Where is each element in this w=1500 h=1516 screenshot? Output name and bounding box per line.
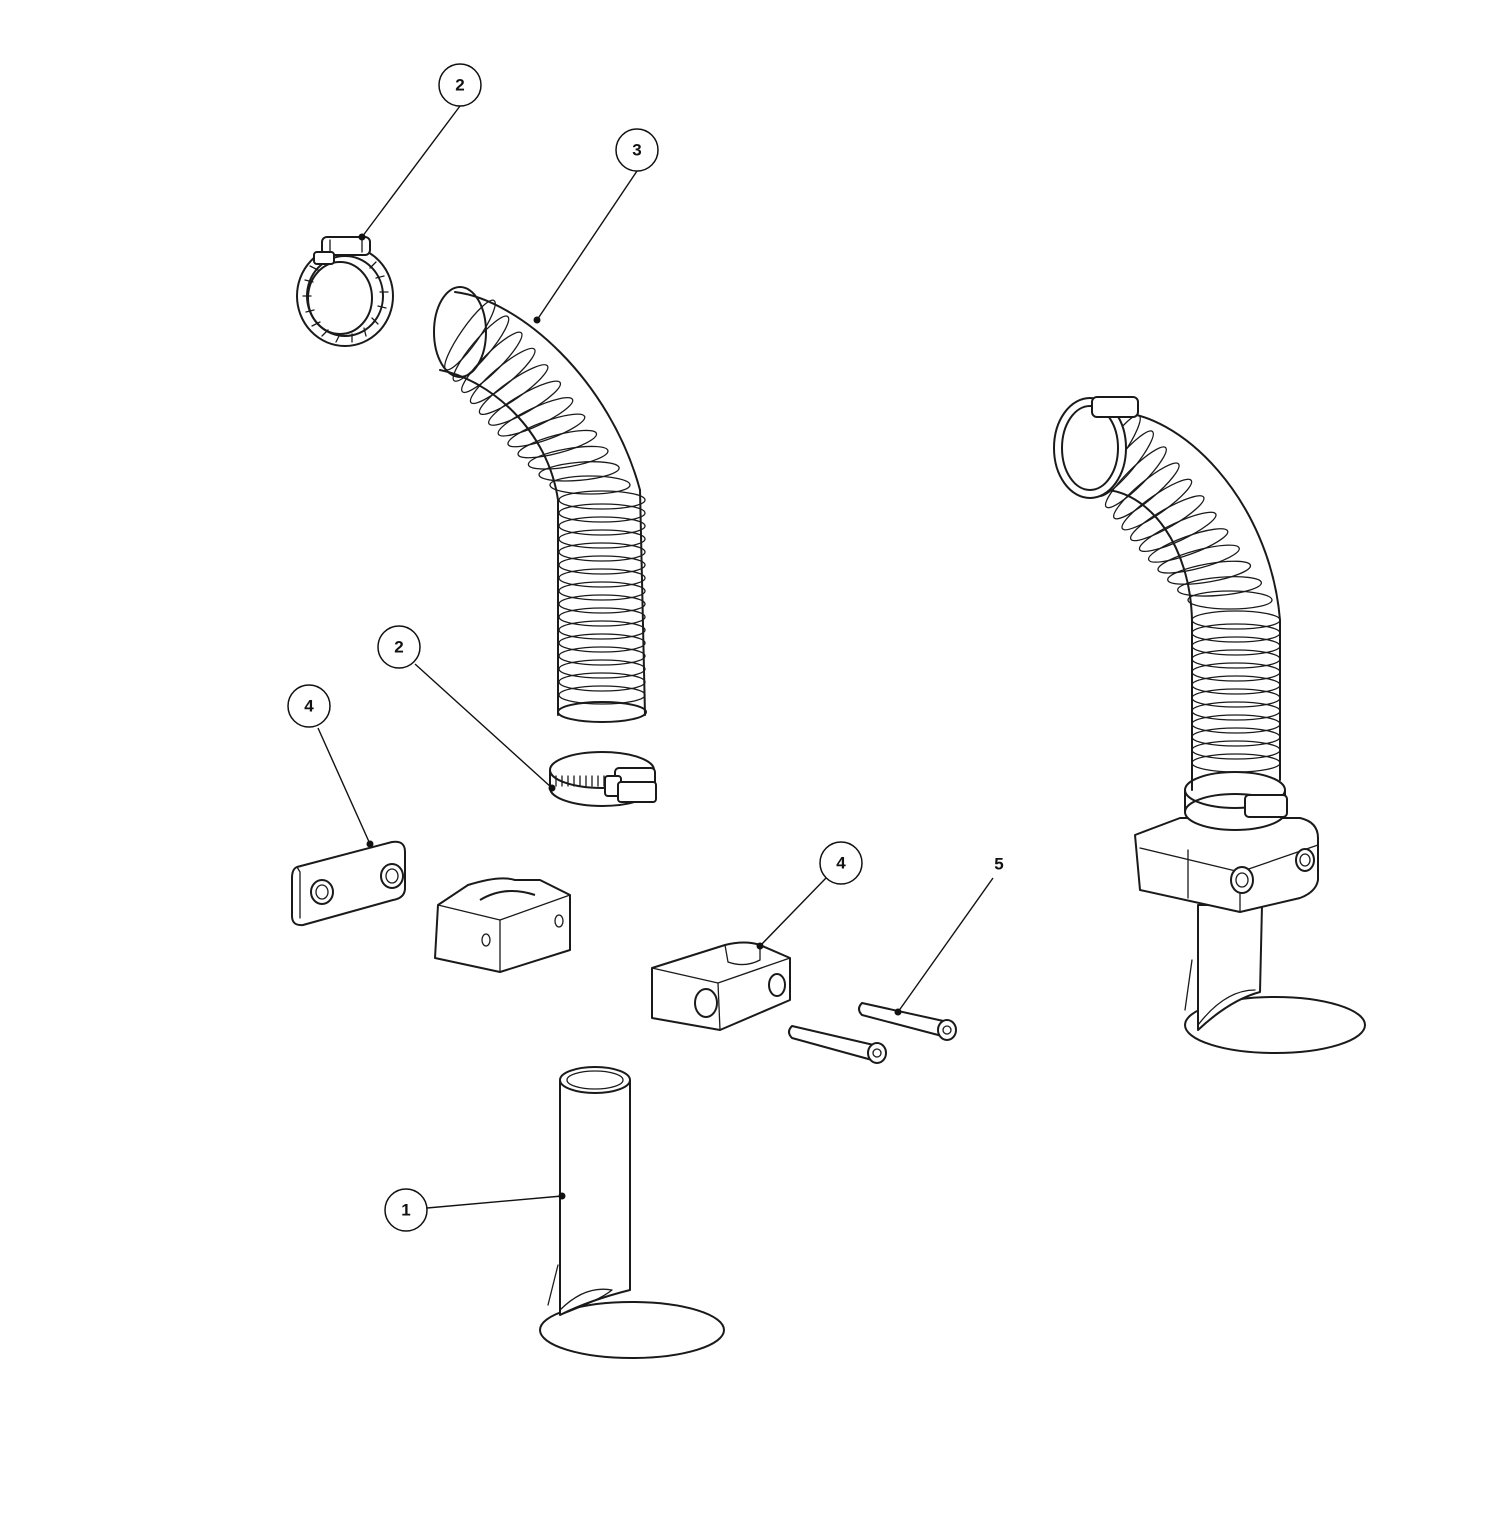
hose-rib — [1191, 740, 1281, 760]
callout-label: 1 — [401, 1201, 410, 1220]
hose-rib — [444, 299, 496, 371]
hose-rib — [1104, 446, 1167, 509]
hose-rib — [558, 646, 646, 666]
hose-rib — [1113, 462, 1180, 520]
callout-screws: 5 — [894, 855, 1004, 1016]
callout-label: 5 — [994, 855, 1003, 874]
clamp-plate — [291, 840, 406, 927]
hose-rib — [1147, 528, 1229, 563]
hose-rib — [558, 633, 646, 653]
hose-rib — [478, 364, 549, 415]
clamp-half-block — [434, 877, 571, 973]
hose-rib — [1191, 623, 1281, 643]
hose-rib — [497, 397, 574, 437]
hose-rib — [558, 529, 646, 549]
hose-rib — [558, 503, 646, 523]
callout-plate: 4 — [287, 684, 374, 848]
callout-hose: 3 — [533, 128, 659, 324]
hose-rib — [527, 445, 609, 470]
pipe-with-base — [539, 1066, 725, 1359]
hose-rib — [1177, 576, 1263, 597]
clamp-block — [651, 941, 791, 1031]
hose-rib — [507, 413, 586, 448]
hose-rib — [538, 461, 620, 482]
hose-clamp-top — [296, 236, 394, 347]
hose-rib — [558, 659, 646, 679]
callout-label: 4 — [836, 854, 846, 873]
hose-rib — [1187, 590, 1273, 610]
hose-rib — [1191, 675, 1281, 695]
hose-rib — [1191, 662, 1281, 682]
hose-rib — [517, 429, 598, 459]
corrugated-hose — [433, 286, 647, 723]
hose-rib — [1191, 714, 1281, 734]
hose-rib — [558, 620, 646, 640]
hose-rib — [1138, 511, 1217, 553]
hose-rib — [558, 672, 646, 692]
hose-rib — [461, 331, 523, 394]
hose-rib — [469, 347, 536, 405]
assembled-view — [1053, 396, 1366, 1054]
hose-rib — [558, 607, 646, 627]
hose-rib — [558, 568, 646, 588]
hose-rib — [558, 555, 646, 575]
callout-label: 2 — [394, 638, 403, 657]
hose-rib — [1191, 753, 1281, 773]
hose-rib — [1191, 610, 1281, 630]
hose-rib — [558, 542, 646, 562]
callout-label: 2 — [455, 76, 464, 95]
hose-rib — [1129, 495, 1205, 542]
callout-block: 4 — [756, 841, 863, 950]
hose-rib — [558, 490, 646, 510]
hose-rib — [488, 380, 562, 426]
hose-rib — [1157, 544, 1240, 574]
callout-label: 4 — [304, 697, 314, 716]
hose-rib — [1191, 688, 1281, 708]
cap-screws — [788, 1002, 957, 1064]
callout-clamp-top: 2 — [358, 63, 482, 241]
hose-rib — [558, 594, 646, 614]
hose-rib — [1191, 701, 1281, 721]
callout-pipe-base: 1 — [384, 1188, 566, 1232]
hose-rib — [1121, 478, 1193, 531]
hose-rib — [1167, 560, 1252, 585]
hose-rib — [1191, 727, 1281, 747]
hose-clamp-bottom — [549, 751, 657, 807]
hose-rib — [549, 475, 631, 495]
hose-rib — [558, 685, 646, 705]
hose-rib — [1191, 649, 1281, 669]
callout-label: 3 — [632, 141, 641, 160]
hose-rib — [558, 516, 646, 536]
hose-rib — [1191, 636, 1281, 656]
callout-clamp-bottom: 2 — [377, 625, 556, 792]
hose-rib — [558, 581, 646, 601]
